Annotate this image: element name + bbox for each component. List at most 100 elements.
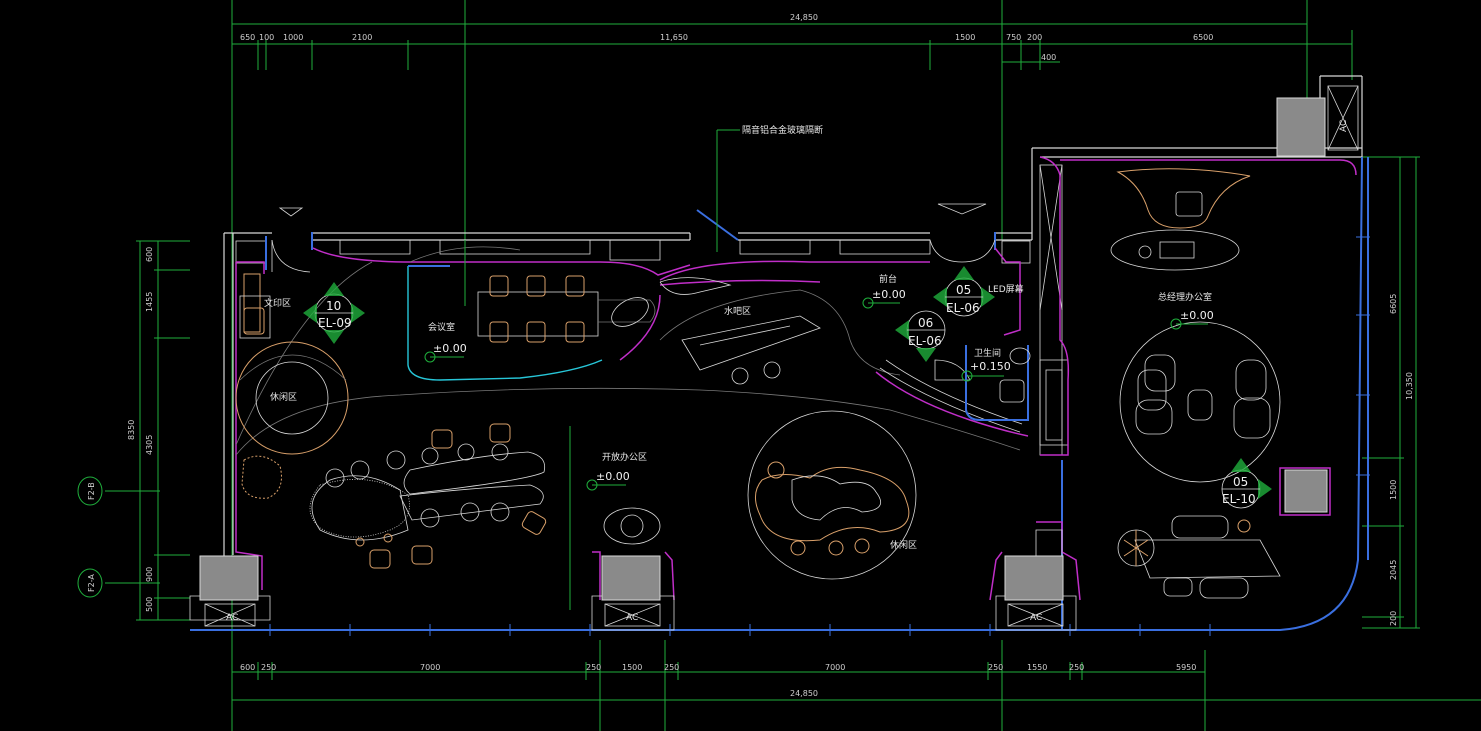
top-dim-5: 11,650 xyxy=(660,33,688,42)
elevation-tag-1: 10 EL-09 xyxy=(303,282,365,344)
front-desk-counter xyxy=(879,359,1023,433)
ac-label-top: AC xyxy=(1339,120,1349,132)
manager-lounge xyxy=(1119,321,1281,483)
axis-bubble-upper: F2-B xyxy=(77,476,103,506)
top-dim-7: 750 xyxy=(1006,33,1021,42)
right-total-dim: 10,350 xyxy=(1405,372,1414,400)
tag-4-ref: EL-10 xyxy=(1222,492,1256,506)
print-area-furniture xyxy=(239,273,271,339)
top-dim-8: 200 xyxy=(1027,33,1042,42)
right-dim-4: 200 xyxy=(1389,611,1398,626)
room-label-led: LED屏幕 xyxy=(988,283,1024,295)
bottom-dim-1: 600 xyxy=(240,663,255,672)
top-dim-3: 1000 xyxy=(283,33,303,42)
tag-3-num: 06 xyxy=(918,316,933,330)
room-label-meeting: 会议室 xyxy=(428,321,455,333)
room-label-toilet: 卫生间 xyxy=(974,347,1001,359)
right-dim-2: 1500 xyxy=(1389,480,1398,500)
ac-units: AC AC AC AC xyxy=(189,85,1359,631)
elevation-tag-2: 05 EL-06 xyxy=(933,266,995,317)
tag-2-num: 05 xyxy=(956,283,971,297)
room-label-lounge: 休闲区 xyxy=(890,539,917,551)
room-label-relax: 休闲区 xyxy=(270,391,297,403)
interior-partitions xyxy=(235,156,1357,601)
meeting-table xyxy=(477,275,656,343)
level-manager: ±0.00 xyxy=(1180,309,1214,322)
toilet-room xyxy=(965,345,1031,421)
bottom-dimension-chain: 600 250 7000 250 1500 250 7000 250 1550 … xyxy=(232,662,1205,698)
manager-desk-set xyxy=(1110,168,1251,271)
lounge-sofa xyxy=(747,410,917,580)
ac-label-left: AC xyxy=(226,613,238,623)
level-front-desk: ±0.00 xyxy=(872,288,906,301)
ac-unit-middle: AC xyxy=(591,555,675,631)
left-dim-5: 500 xyxy=(145,597,154,612)
bottom-dim-3: 7000 xyxy=(420,663,440,672)
doors xyxy=(271,203,996,381)
bottom-dim-2: 250 xyxy=(261,663,276,672)
tag-1-num: 10 xyxy=(326,299,341,313)
tag-4-num: 05 xyxy=(1233,475,1248,489)
reception-desk xyxy=(235,341,349,455)
left-dim-2: 1455 xyxy=(145,292,154,312)
left-dimension-chain: 600 1455 4305 900 500 8350 xyxy=(127,240,190,621)
level-meeting: ±0.00 xyxy=(433,342,467,355)
level-markers: ±0.00 ±0.00 +0.150 ±0.00 ±0.00 xyxy=(424,288,1214,491)
partition-annotation: 隔音铝合金玻璃隔断 xyxy=(464,124,823,610)
bottom-dim-9: 1550 xyxy=(1027,663,1047,672)
tag-3-ref: EL-06 xyxy=(908,334,942,348)
water-bar-counter xyxy=(659,277,821,385)
bottom-dim-4: 250 xyxy=(586,663,601,672)
tag-2-ref: EL-06 xyxy=(946,301,980,315)
top-dim-6: 1500 xyxy=(955,33,975,42)
room-label-open-office: 开放办公区 xyxy=(602,451,647,463)
axis-label-upper: F2-B xyxy=(87,482,96,500)
top-dim-1: 650 xyxy=(240,33,255,42)
annotation-text: 隔音铝合金玻璃隔断 xyxy=(742,124,823,136)
ac-label-middle: AC xyxy=(626,613,638,623)
right-dim-3: 2045 xyxy=(1389,560,1398,580)
bottom-total-dim: 24,850 xyxy=(790,689,818,698)
manager-lounge-table xyxy=(1117,515,1281,599)
ac-unit-top-right: AC xyxy=(1276,85,1359,157)
ac-label-right: AC xyxy=(1030,613,1042,623)
tag-1-ref: EL-09 xyxy=(318,316,352,330)
room-label-print: 文印区 xyxy=(264,297,291,309)
bottom-dim-7: 7000 xyxy=(825,663,845,672)
bottom-dim-11: 5950 xyxy=(1176,663,1196,672)
bottom-dim-10: 250 xyxy=(1069,663,1084,672)
top-dimension-chain: 24,850 650 100 1000 2100 11,650 1500 750… xyxy=(231,13,1353,70)
left-dim-4: 900 xyxy=(145,567,154,582)
elevation-tag-3: 06 EL-06 xyxy=(895,310,946,362)
room-labels: 文印区 会议室 水吧区 前台 LED屏幕 卫生间 总经理办公室 休闲区 开放办公… xyxy=(264,273,1212,551)
column-right xyxy=(1284,469,1328,513)
top-total-dim: 24,850 xyxy=(790,13,818,22)
top-dim-4: 2100 xyxy=(352,33,372,42)
room-label-manager: 总经理办公室 xyxy=(1158,291,1212,303)
level-toilet: +0.150 xyxy=(970,360,1011,373)
right-dim-1: 6605 xyxy=(1389,294,1398,314)
ac-unit-left: AC xyxy=(189,555,271,627)
right-dimension-chain: 6605 1500 2045 200 10,350 xyxy=(1362,156,1420,629)
walls xyxy=(223,75,1363,590)
circulation-curves xyxy=(235,246,1021,456)
left-total-dim: 8350 xyxy=(127,420,136,440)
top-dim-9: 6500 xyxy=(1193,33,1213,42)
top-dim-sub: 400 xyxy=(1041,53,1056,62)
meeting-room-glass xyxy=(407,265,603,381)
open-office-desks xyxy=(309,423,547,569)
axis-label-lower: F2-A xyxy=(87,574,96,592)
side-table xyxy=(603,507,661,545)
left-dim-1: 600 xyxy=(145,247,154,262)
furniture xyxy=(235,168,1281,599)
ac-unit-right: AC xyxy=(995,555,1077,631)
room-label-front-desk: 前台 xyxy=(879,273,897,285)
bottom-dim-8: 250 xyxy=(988,663,1003,672)
bottom-dim-6: 250 xyxy=(664,663,679,672)
axis-bubble-lower: F2-A xyxy=(77,568,103,598)
bottom-dim-5: 1500 xyxy=(622,663,642,672)
top-dim-2: 100 xyxy=(259,33,274,42)
left-dim-3: 4305 xyxy=(145,435,154,455)
grid-lines xyxy=(105,0,1481,731)
